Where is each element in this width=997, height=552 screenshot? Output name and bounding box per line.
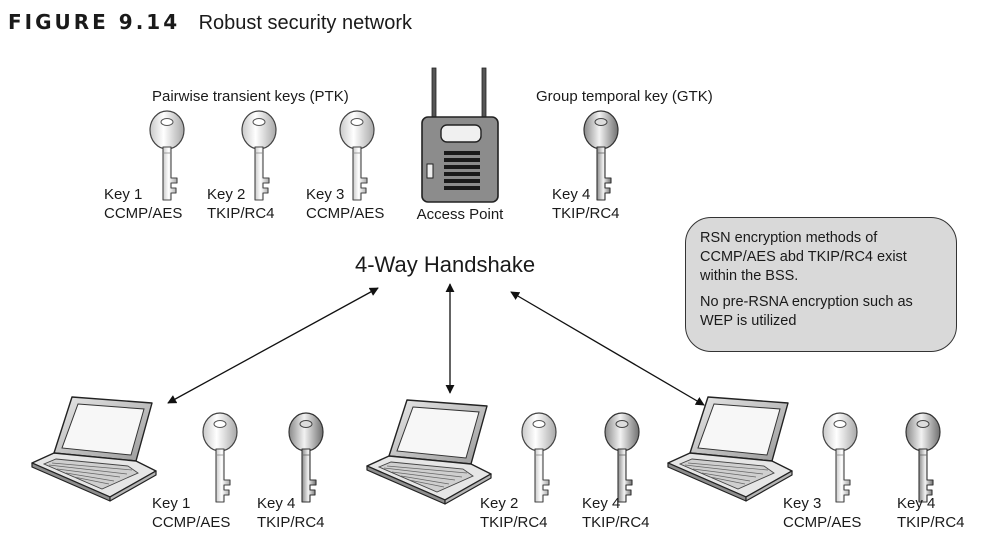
laptop-icon (31, 396, 157, 502)
key-cipher: CCMP/AES (152, 514, 231, 531)
laptop-icon (667, 396, 793, 502)
key-icon (202, 412, 238, 503)
key-label: Key 3 CCMP/AES (783, 494, 861, 532)
key-name: Key 4 (552, 186, 591, 203)
key-label: Key 4 TKIP/RC4 (582, 494, 650, 532)
key-name: Key 2 (207, 186, 246, 203)
gtk-group-label: Group temporal key (GTK) (536, 88, 713, 105)
key-name: Key 4 (897, 495, 936, 512)
access-point-icon (421, 67, 499, 203)
laptop-icon (366, 399, 492, 505)
key-cipher: TKIP/RC4 (552, 205, 620, 222)
key-icon (604, 412, 640, 503)
key-icon (521, 412, 557, 503)
key-name: Key 4 (257, 495, 296, 512)
key-name: Key 2 (480, 495, 519, 512)
key-label: Key 4 TKIP/RC4 (257, 494, 325, 532)
key-name: Key 1 (104, 186, 143, 203)
note-text: RSN encryption methods of CCMP/AES abd T… (700, 230, 907, 284)
key-name: Key 1 (152, 495, 191, 512)
key-name: Key 3 (783, 495, 822, 512)
ptk-group-label: Pairwise transient keys (PTK) (152, 88, 349, 105)
key-label: Key 1 CCMP/AES (104, 185, 182, 223)
key-label: Key 1 CCMP/AES (152, 494, 230, 532)
figure-caption: FIGURE 9.14 Robust security network (8, 10, 412, 35)
figure-label: FIGURE 9.14 (8, 10, 181, 34)
key-name: Key 3 (306, 186, 345, 203)
key-cipher: TKIP/RC4 (582, 514, 650, 531)
figure-title: Robust security network (198, 12, 413, 34)
key-icon (288, 412, 324, 503)
handshake-label: 4-Way Handshake (355, 252, 536, 277)
key-icon (905, 412, 941, 503)
key-cipher: CCMP/AES (783, 514, 862, 531)
key-label: Key 4 TKIP/RC4 (897, 494, 965, 532)
key-label: Key 3 CCMP/AES (306, 185, 384, 223)
key-label: Key 2 TKIP/RC4 (207, 185, 275, 223)
key-cipher: TKIP/RC4 (897, 514, 965, 531)
key-icon (822, 412, 858, 503)
note-text: No pre-RSNA encryption such as WEP is ut… (700, 294, 913, 329)
key-cipher: TKIP/RC4 (480, 514, 548, 531)
note-callout: RSN encryption methods of CCMP/AES abd T… (685, 217, 957, 352)
key-label: Key 4 TKIP/RC4 (552, 185, 620, 223)
key-cipher: CCMP/AES (104, 205, 183, 222)
key-cipher: TKIP/RC4 (207, 205, 275, 222)
handshake-arrow (167, 287, 379, 404)
key-name: Key 4 (582, 495, 621, 512)
access-point-label: Access Point (416, 206, 504, 223)
key-cipher: CCMP/AES (306, 205, 385, 222)
key-cipher: TKIP/RC4 (257, 514, 325, 531)
handshake-arrow (510, 291, 705, 406)
key-label: Key 2 TKIP/RC4 (480, 494, 548, 532)
